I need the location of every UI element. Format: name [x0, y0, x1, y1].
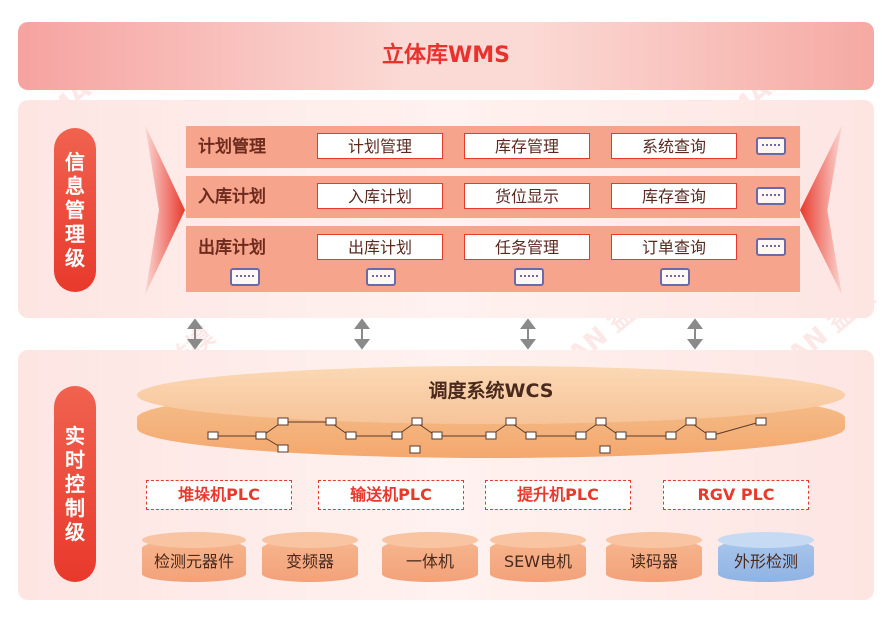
terminal-icon — [756, 238, 786, 256]
network-topology-icon — [207, 417, 767, 454]
plc-box: 提升机PLC — [485, 480, 631, 510]
wms-banner: 立体库WMS — [18, 22, 874, 90]
function-cell: 入库计划 — [317, 183, 443, 209]
device-cylinder: 读码器 — [606, 532, 702, 582]
function-cell: 订单查询 — [611, 234, 737, 260]
row-label: 计划管理 — [198, 137, 266, 157]
table-row-outbound: 出库计划 出库计划 任务管理 订单查询 — [186, 226, 800, 292]
function-cell: 库存查询 — [611, 183, 737, 209]
wms-title: 立体库WMS — [381, 43, 510, 68]
function-cell: 出库计划 — [317, 234, 443, 260]
bidirectional-arrow-icon — [354, 318, 370, 350]
device-label: 一体机 — [405, 552, 454, 571]
wcs-disc-top — [137, 366, 845, 424]
level-arrows — [187, 318, 703, 350]
device-cylinder: SEW电机 — [490, 532, 586, 582]
device-cylinder: 变频器 — [262, 532, 358, 582]
control-level-label: 实时控制级 — [54, 386, 96, 582]
bidirectional-arrow-icon — [687, 318, 703, 350]
function-cell: 系统查询 — [611, 133, 737, 159]
terminal-icon — [366, 268, 396, 286]
wcs-title: 调度系统WCS — [428, 380, 554, 402]
device-label: 检测元器件 — [153, 552, 234, 571]
function-cell: 计划管理 — [317, 133, 443, 159]
terminal-icon — [230, 268, 260, 286]
bidirectional-arrow-icon — [187, 318, 203, 350]
table-row-inbound: 入库计划 入库计划 货位显示 库存查询 — [186, 176, 800, 218]
device-label: 变频器 — [285, 552, 334, 571]
bidirectional-arrow-icon — [520, 318, 536, 350]
terminal-icon — [756, 187, 786, 205]
terminal-icon — [514, 268, 544, 286]
device-label: 外形检测 — [733, 552, 798, 571]
function-cell: 库存管理 — [464, 133, 590, 159]
info-level-text: 信息管理级 — [65, 150, 85, 270]
terminal-icon — [756, 137, 786, 155]
terminal-icon — [660, 268, 690, 286]
device-cylinder: 外形检测 — [718, 532, 814, 582]
device-cylinder: 一体机 — [382, 532, 478, 582]
control-level-text: 实时控制级 — [65, 424, 85, 544]
plc-box: 输送机PLC — [318, 480, 464, 510]
plc-box: RGV PLC — [663, 480, 809, 510]
info-level-label: 信息管理级 — [54, 128, 96, 292]
device-label: SEW电机 — [503, 552, 573, 571]
function-cell: 任务管理 — [464, 234, 590, 260]
device-label: 读码器 — [629, 552, 678, 571]
row-label: 入库计划 — [198, 187, 266, 207]
device-cylinder: 检测元器件 — [142, 532, 246, 582]
table-row-plan: 计划管理 计划管理 库存管理 系统查询 — [186, 126, 800, 168]
row-label: 出库计划 — [198, 238, 266, 258]
function-cell: 货位显示 — [464, 183, 590, 209]
plc-box: 堆垛机PLC — [146, 480, 292, 510]
